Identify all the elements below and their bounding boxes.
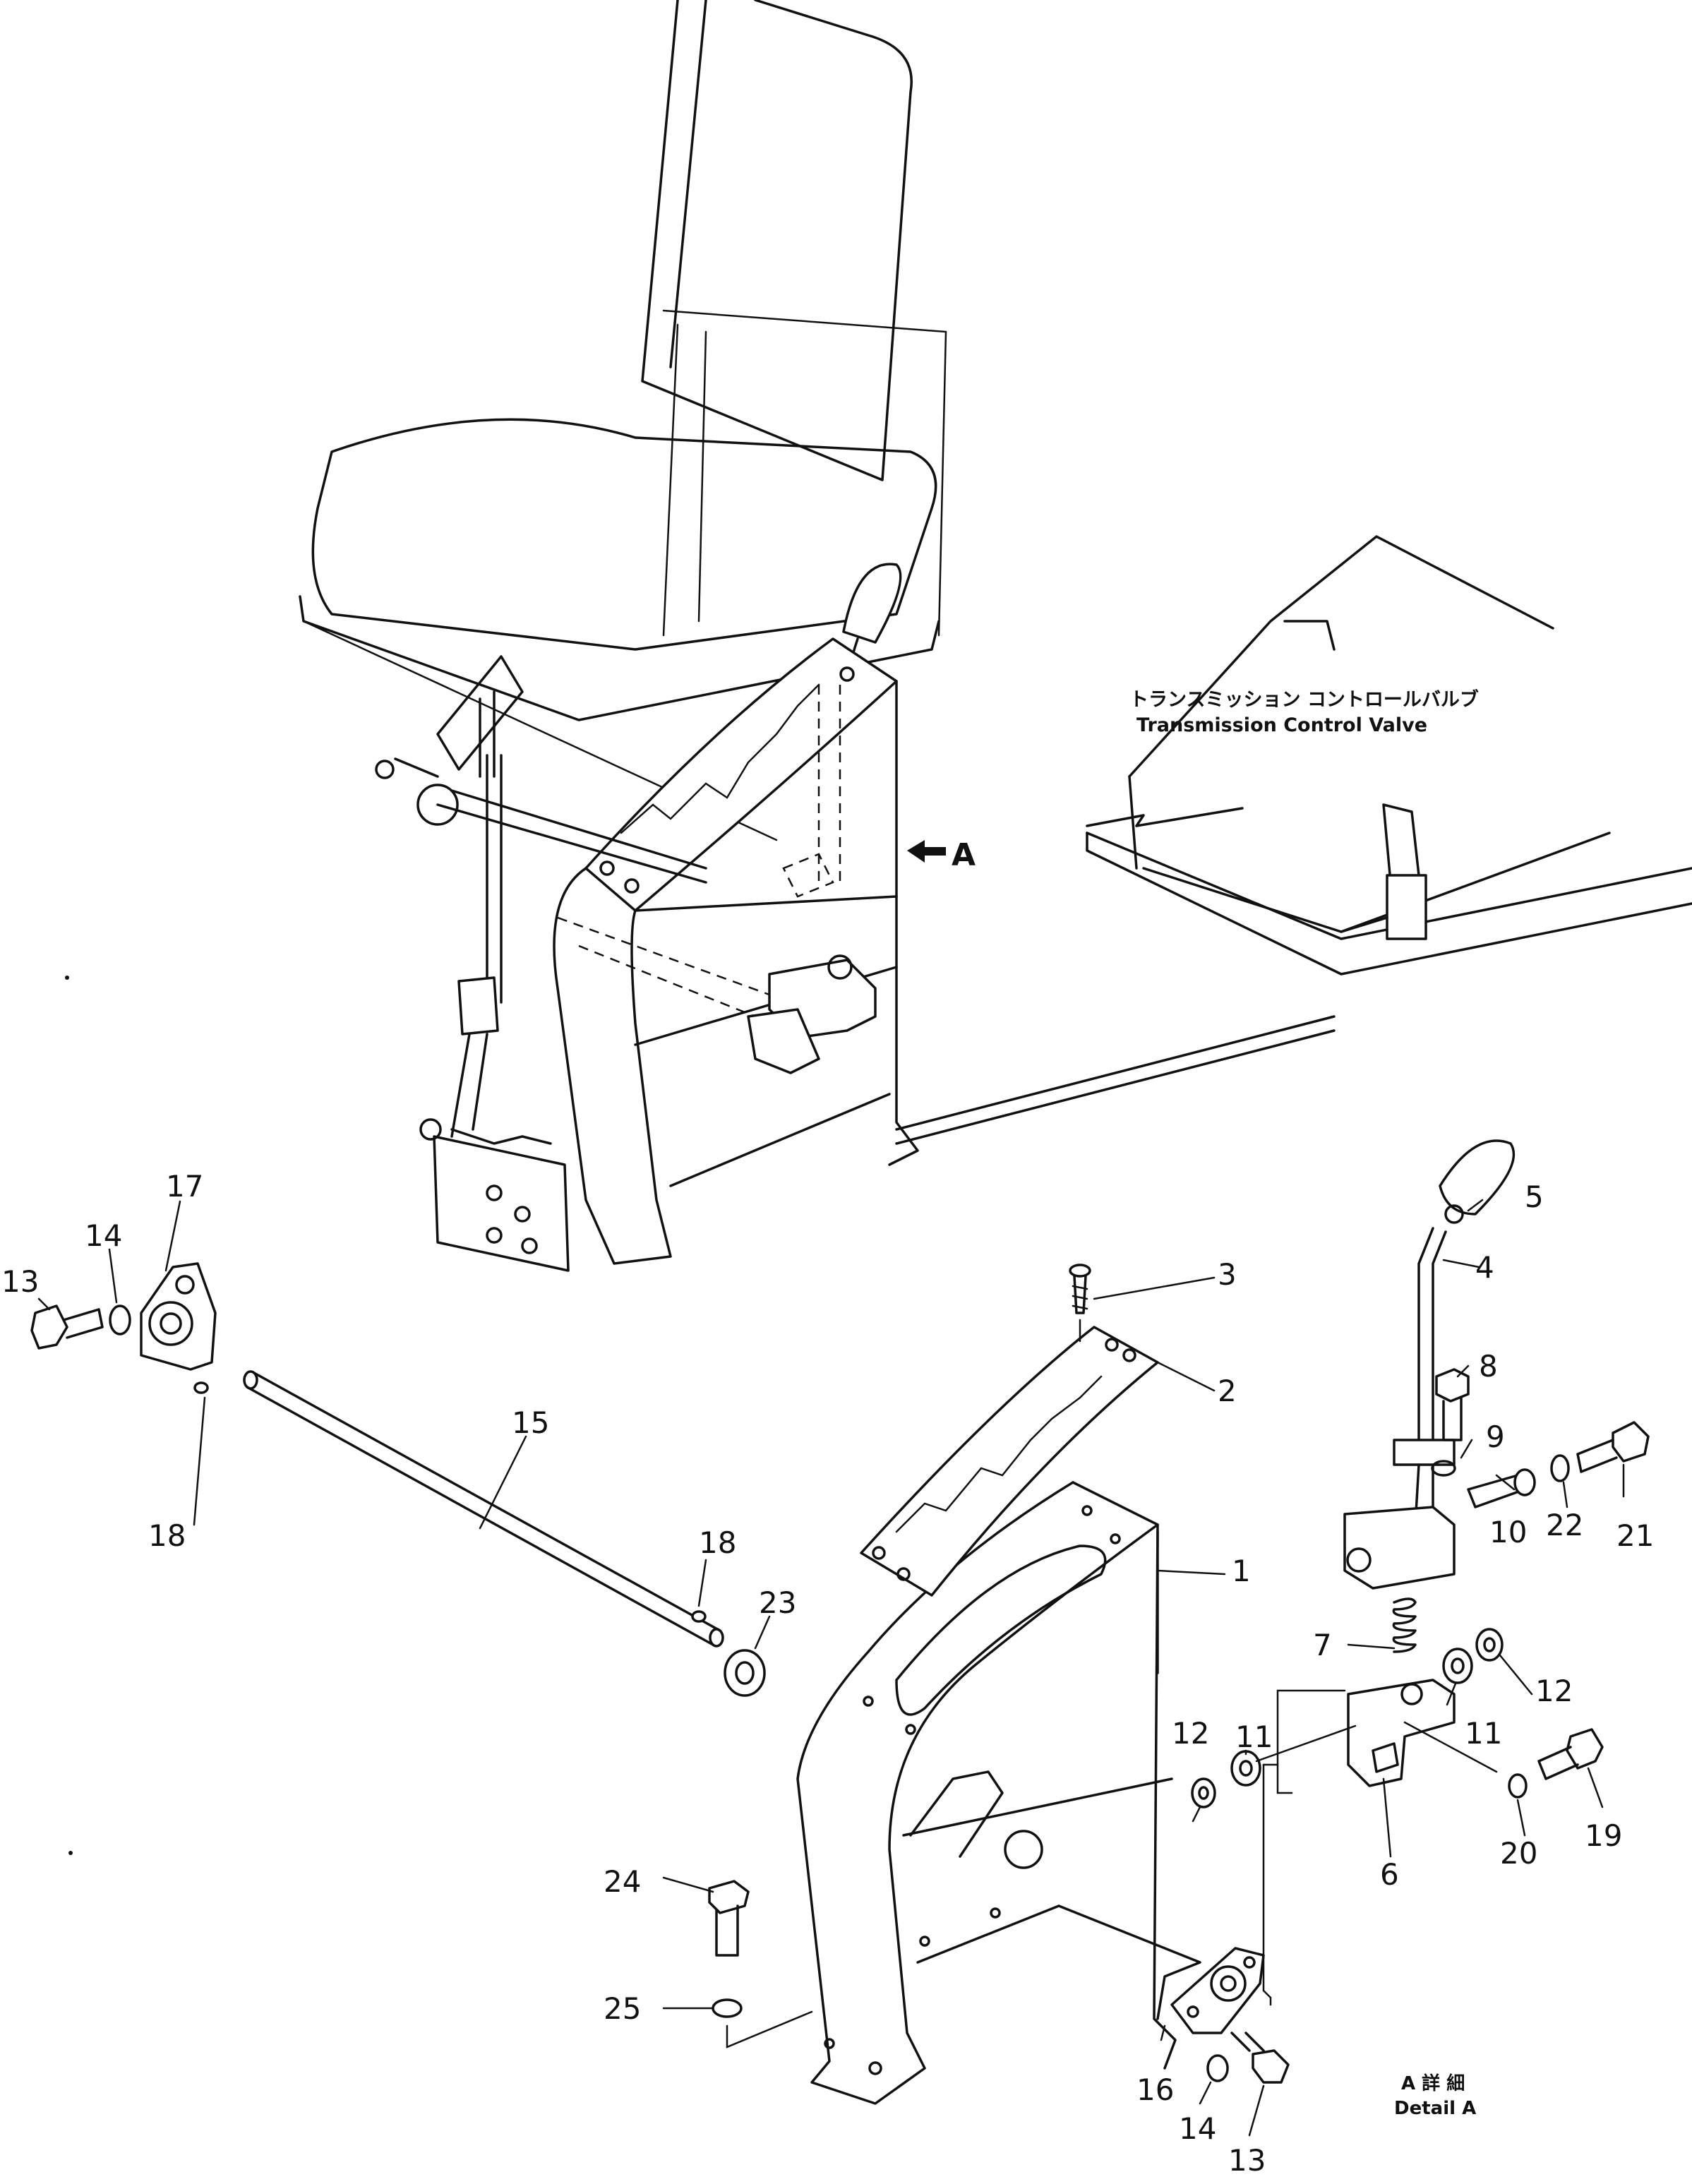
callout-7: 7 (1313, 1628, 1332, 1662)
callout-11-left: 11 (1235, 1720, 1273, 1754)
callout-21: 21 (1616, 1518, 1654, 1553)
part-6-selector-block (1347, 1679, 1456, 1787)
part-3-screw (1069, 1264, 1091, 1343)
part-10-pin (1467, 1468, 1536, 1508)
detail-a-label-en: Detail A (1394, 2098, 1476, 2119)
part-12-nut-left (1191, 1777, 1216, 1808)
callout-20: 20 (1500, 1836, 1537, 1871)
callout-8: 8 (1479, 1349, 1498, 1384)
part-22-washer (1550, 1454, 1570, 1482)
part-20-washer (1508, 1773, 1528, 1799)
part-15-shaft (243, 1370, 724, 1648)
leader-lines (37, 1199, 1625, 2137)
callout-numbers: 1 2 3 4 5 6 7 8 9 10 11 11 12 12 13 13 1… (1, 1169, 1654, 2178)
valve-label-jp: トランスミッション コントロールバルブ (1129, 688, 1479, 711)
stray-dot (68, 1851, 73, 1855)
part-16-flange-bearing (1170, 1947, 1265, 2034)
part-13-bolt-left (30, 1304, 104, 1350)
upper-control-stand: A (553, 563, 976, 1265)
part-1-control-stand (796, 1481, 1201, 2105)
part-19-bolt (1537, 1728, 1604, 1780)
part-18-key-left (193, 1381, 209, 1394)
part-21-bolt (1576, 1421, 1650, 1473)
callout-6: 6 (1380, 1857, 1399, 1892)
callout-3: 3 (1218, 1257, 1237, 1292)
part-8-bolt (1435, 1368, 1470, 1441)
callout-12-left: 12 (1172, 1716, 1209, 1751)
callout-1: 1 (1232, 1554, 1251, 1588)
transmission-rod (895, 1015, 1336, 1131)
callout-12-right: 12 (1535, 1674, 1573, 1708)
callout-13-left: 13 (1, 1264, 39, 1299)
callout-25: 25 (604, 1991, 641, 2026)
part-13-bolt-lower (1230, 2032, 1290, 2084)
transmission-control-valve: トランスミッション コントロールバルブ Transmission Control… (1086, 535, 1692, 976)
part-9-washer (1431, 1460, 1456, 1477)
callout-19: 19 (1585, 1818, 1622, 1853)
part-2-guide-plate (860, 1326, 1159, 1597)
callout-22: 22 (1546, 1508, 1583, 1542)
callout-11-right: 11 (1465, 1716, 1502, 1751)
callout-18-right: 18 (699, 1525, 736, 1560)
callout-10: 10 (1489, 1515, 1527, 1549)
part-14-washer-left (109, 1304, 131, 1336)
callout-4: 4 (1475, 1250, 1494, 1285)
callout-17: 17 (166, 1169, 203, 1204)
part-24-bolt (708, 1880, 750, 1957)
part-23-thrust-washer (724, 1649, 766, 1697)
part-11-bushing-left (1230, 1750, 1261, 1787)
callout-16: 16 (1136, 2072, 1174, 2107)
part-18-key-right (691, 1610, 707, 1623)
part-7-spring (1392, 1597, 1417, 1653)
callout-24: 24 (604, 1864, 641, 1899)
operator-seat (299, 0, 947, 841)
part-14-washer-lower (1206, 2054, 1229, 2082)
callout-9: 9 (1486, 1420, 1505, 1454)
stray-dot (65, 976, 69, 980)
part-lever-base (1343, 1506, 1456, 1590)
callout-18-left: 18 (148, 1518, 186, 1553)
callout-13-lower: 13 (1228, 2143, 1266, 2178)
part-17-flange-bearing (140, 1262, 217, 1371)
part-5-knob (1439, 1139, 1516, 1224)
callout-5: 5 (1525, 1180, 1544, 1214)
part-4-shift-lever (1393, 1227, 1456, 1526)
callout-14-left: 14 (85, 1218, 122, 1253)
callout-23: 23 (759, 1585, 796, 1620)
upper-left-linkage (375, 655, 707, 1272)
detail-a-label-jp: A 詳 細 (1401, 2072, 1465, 2094)
callout-2: 2 (1218, 1374, 1237, 1408)
valve-label-en: Transmission Control Valve (1136, 714, 1427, 736)
callout-15: 15 (512, 1405, 549, 1440)
part-11-bushing-right (1442, 1648, 1473, 1684)
callout-14-lower: 14 (1179, 2111, 1216, 2146)
part-25-washer (712, 1998, 743, 2018)
part-12-nut-right (1475, 1628, 1504, 1662)
view-a-arrow-label: A (952, 837, 976, 873)
